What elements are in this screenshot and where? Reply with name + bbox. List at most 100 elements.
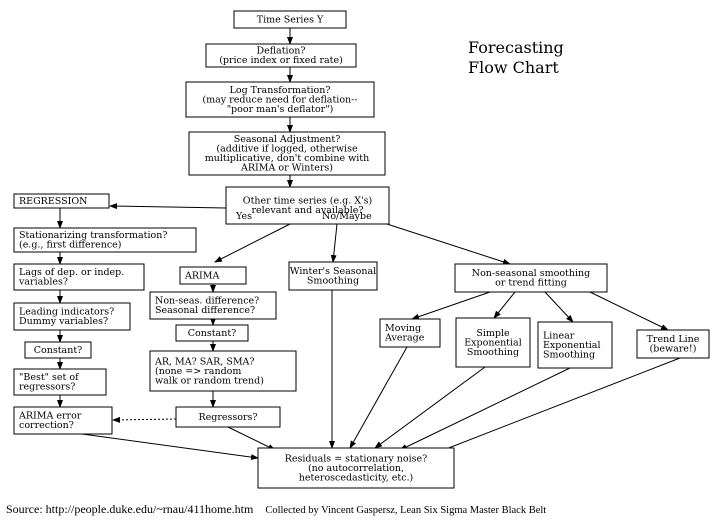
node-box [233,10,347,29]
node-label: (e.g., first difference) [19,240,122,251]
node-regressors: Regressors? [175,406,281,428]
node-label: (additive if logged, otherwise [216,144,358,155]
node-label: "Best" set of [19,372,80,383]
node-label: (price index or fixed rate) [219,55,343,66]
node-arima: ARIMA [179,266,247,285]
node-label: variables? [18,277,68,288]
node-label: Other time series (e.g. X's) [243,196,372,207]
node-box [636,329,710,359]
node-label: multiplicative, don't combine with [205,153,369,164]
node-label: REGRESSION [19,196,87,207]
edge-regressors-arimaerror [112,416,177,423]
node-label: Winter's Seasonal [290,266,376,277]
node-label: Non-seas. difference? [155,296,259,307]
credit-text: Collected by Vincent Gaspersz, Lean Six … [265,505,547,516]
edge-movingavg-residuals [349,346,408,449]
node-constant-mid: Constant? [175,324,249,342]
node-label: heteroscedasticity, etc.) [299,472,414,483]
edge-other-regression [109,203,227,210]
node-time-series: Time Series Y [233,10,347,29]
footer: Source: http://people.duke.edu/~rnau/411… [6,500,720,518]
node-box [149,350,297,392]
nodes: Time Series Y Deflation?(price index or … [13,10,710,489]
node-label: or trend fitting [495,278,567,289]
title-line: Forecasting [468,38,564,57]
node-label: regressors? [19,382,75,393]
node-label: Lags of dep. or indep. [19,267,124,278]
node-box [13,193,110,209]
node-label: Simple [476,328,510,339]
node-box [24,341,92,359]
node-label: (beware!) [650,344,697,355]
node-regression: REGRESSION [13,193,110,209]
node-label: Constant? [188,328,237,339]
node-label: Non-seasonal smoothing [472,268,590,279]
node-label: ARIMA or Winters) [240,163,333,174]
node-label: Deflation? [256,46,305,57]
node-label: Smoothing [543,349,595,360]
chart-title: Forecasting Flow Chart [468,38,564,77]
node-box [537,321,613,369]
node-label: Moving [385,323,421,334]
node-label: Stationarizing transformation? [19,230,167,241]
edge-other-arima [214,223,291,263]
edge-trendline-residuals [427,357,681,457]
node-label: (may reduce need for deflation-- [202,94,357,105]
source-link[interactable]: Source: http://people.duke.edu/~rnau/411… [6,502,254,516]
node-trend-line: Trend Line(beware!) [636,329,710,359]
node-label: Residuals = stationary noise? [285,453,428,464]
edge-other-nonseasonal [386,223,511,265]
node-box [13,368,107,396]
node-box [179,266,247,285]
node-box [13,302,131,331]
node-box [175,324,249,342]
node-box [188,131,386,176]
edges [57,28,681,461]
node-other-time-series: Other time series (e.g. X's)relevant and… [225,186,390,225]
edge-linearexp-residuals [399,367,571,451]
node-stationarizing: Stationarizing transformation?(e.g., fir… [13,227,197,253]
node-label: relevant and available? [252,205,364,216]
node-label: Exponential [464,337,522,348]
edge-label-yes: Yes [235,211,252,222]
node-box [379,318,441,348]
node-seasonal-adjustment: Seasonal Adjustment?(additive if logged,… [188,131,386,176]
edge-simpleexp-residuals [374,366,486,449]
edge-nonseasonal-movingavg [411,291,491,320]
node-label: Trend Line [647,334,700,345]
node-label: Dummy variables? [19,316,108,327]
node-label: Leading indicators? [19,307,114,318]
node-label: (none => random [155,366,241,377]
node-label: Average [384,333,425,344]
node-box [13,263,145,291]
node-box [185,81,375,118]
node-deflation: Deflation?(price index or fixed rate) [205,43,357,68]
node-label: correction? [19,420,74,431]
edge-regressors-residuals [227,426,276,451]
node-lags: Lags of dep. or indep.variables? [13,263,145,291]
node-label: Constant? [34,345,83,356]
node-residuals: Residuals = stationary noise?(no autocor… [257,447,455,489]
node-label: Linear [543,330,575,341]
node-box [205,43,357,68]
edge-other-winters [330,223,338,263]
node-label: AR, MA? SAR, SMA? [154,356,255,367]
node-box [13,406,113,435]
node-box [175,406,281,428]
node-label: ARIMA error [18,411,82,422]
node-label: walk or random trend) [155,375,264,386]
edge-arimaerror-residuals [81,433,259,461]
node-box [288,261,378,291]
node-leading-indicators: Leading indicators?Dummy variables? [13,302,131,331]
node-box [13,227,197,253]
node-label: Seasonal Adjustment? [234,134,341,145]
node-box [455,317,531,368]
node-label: Exponential [543,340,601,351]
node-box [454,263,608,293]
